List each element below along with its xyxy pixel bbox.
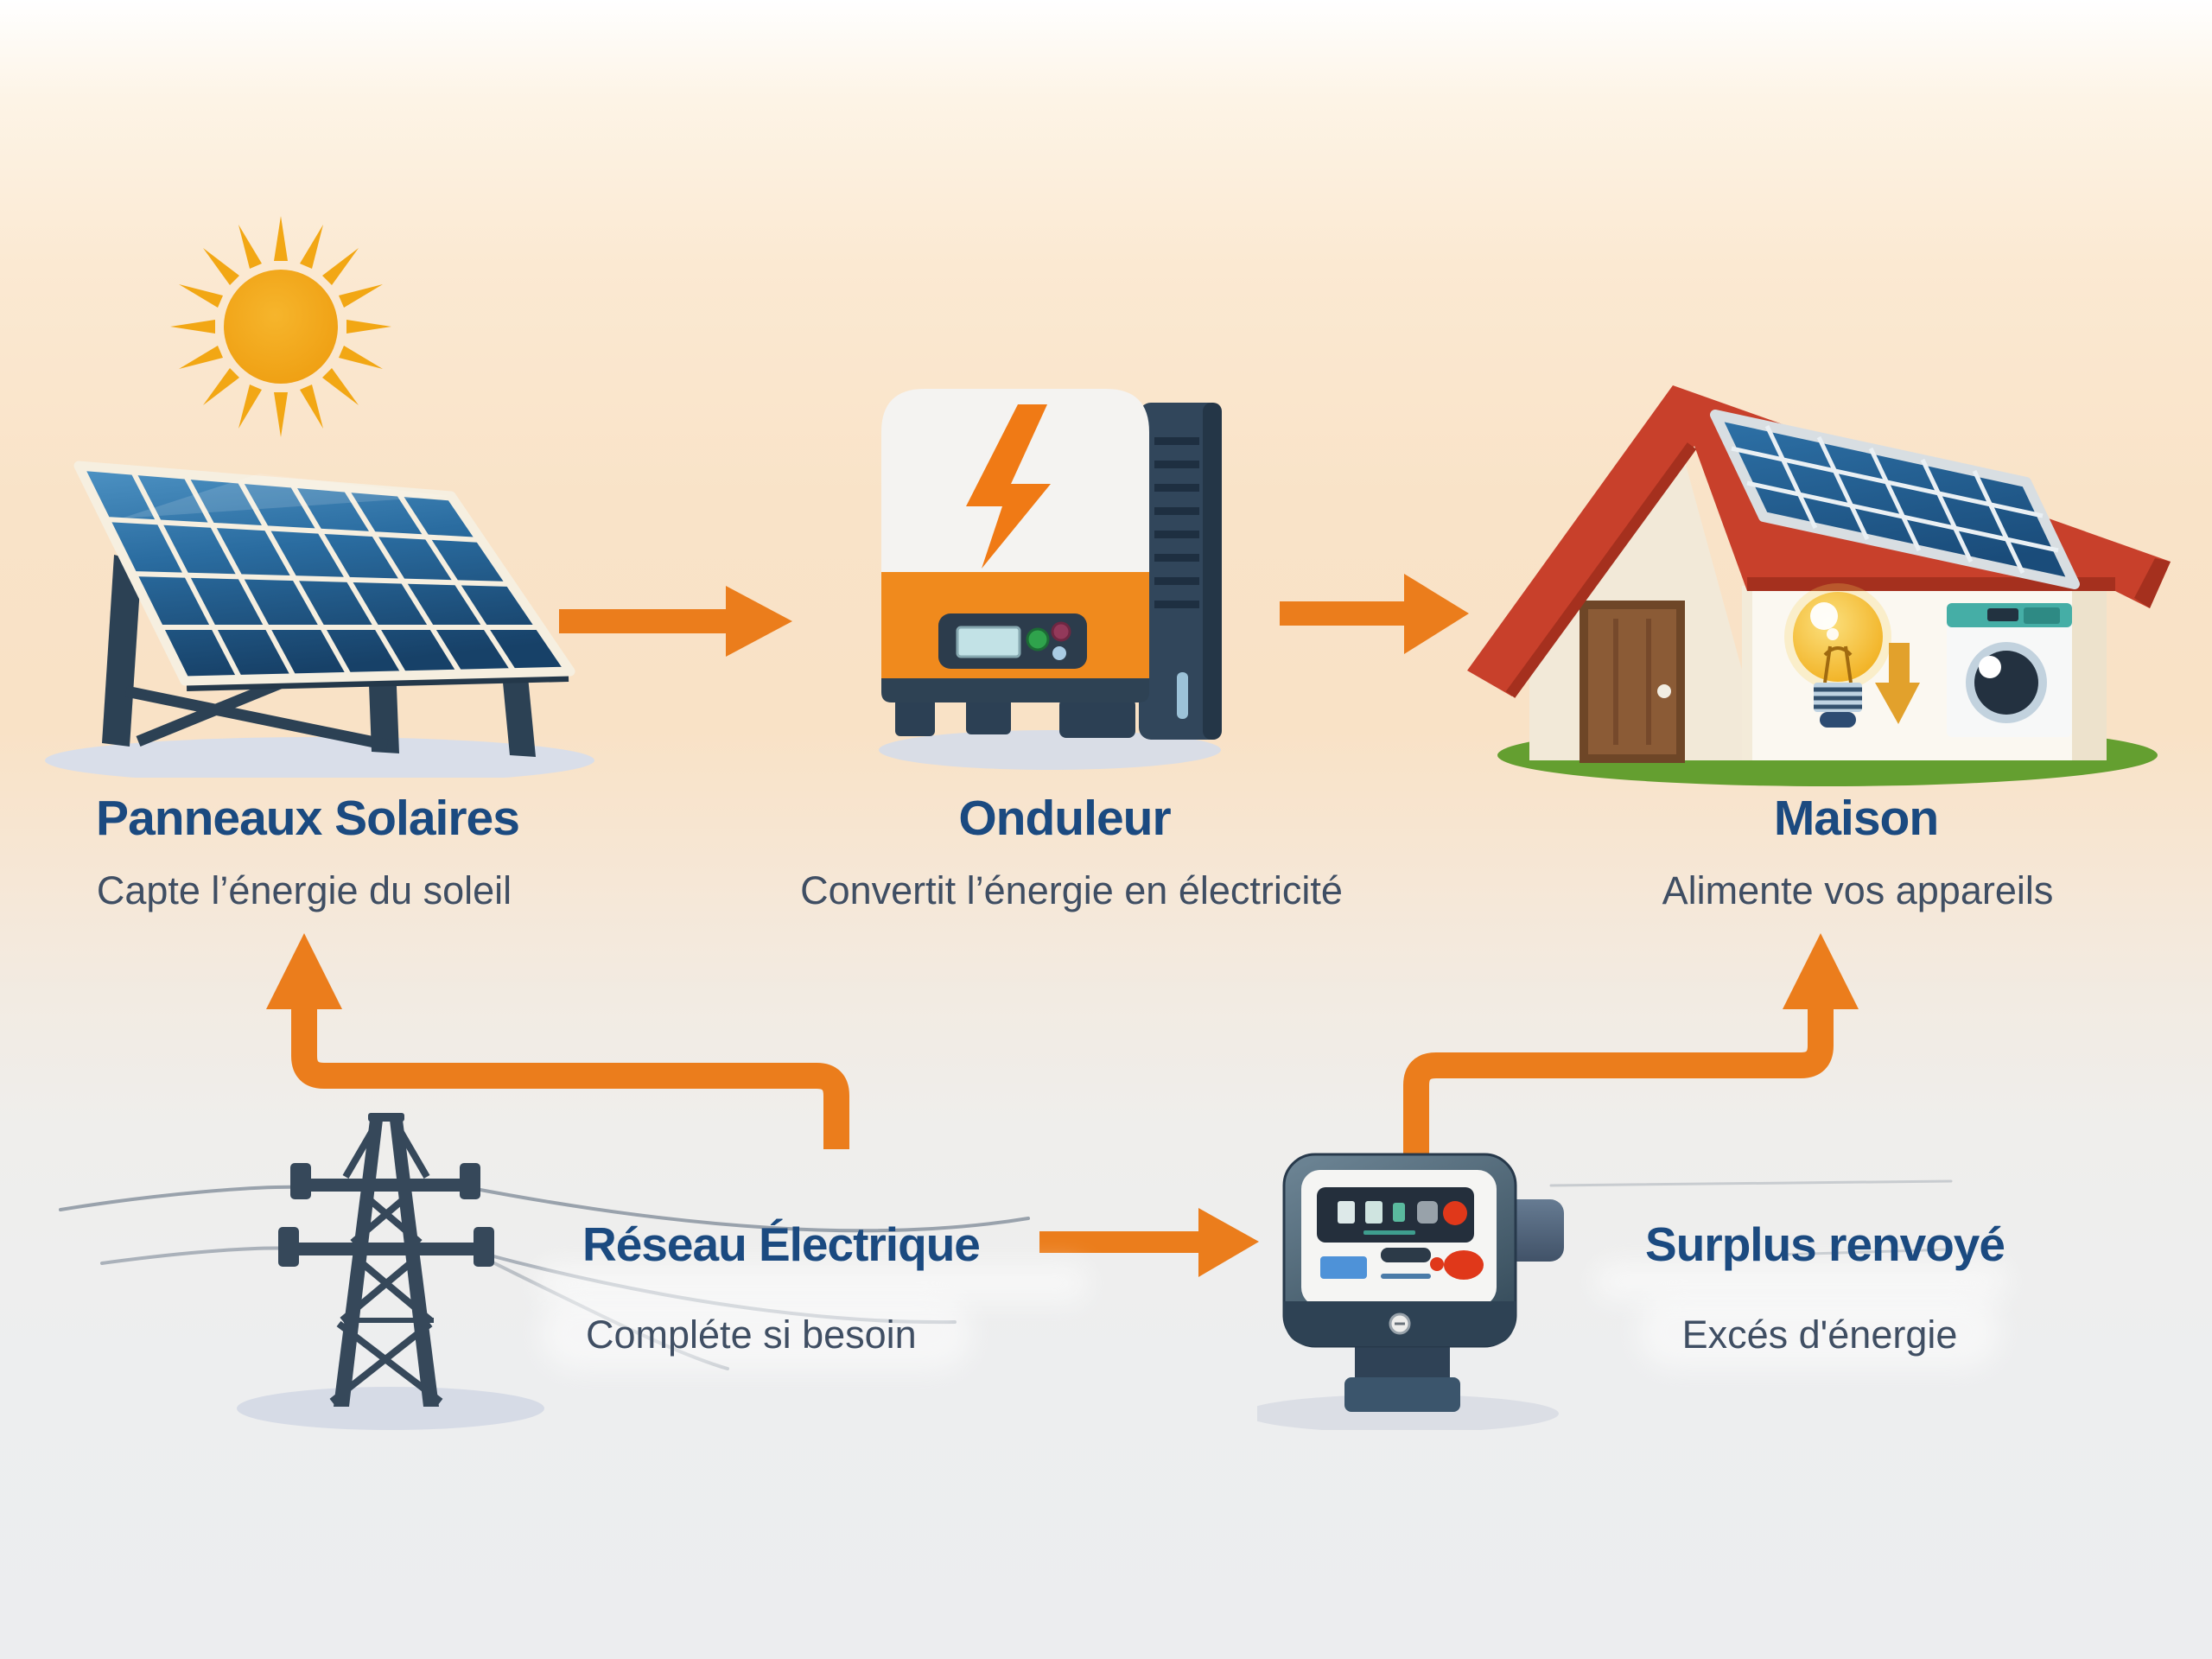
pylon-shadow <box>237 1387 544 1430</box>
surplus-subtitle: Excés d'énergie <box>1681 1313 1958 1357</box>
inverter-title: Onduleur <box>958 791 1171 846</box>
solar-panel-array <box>73 461 575 691</box>
inverter-icon <box>879 389 1222 770</box>
lightning-bolt-icon <box>966 404 1051 569</box>
house-title: Maison <box>1773 791 1939 846</box>
door-knob <box>1657 684 1671 698</box>
electricity-meter-icon <box>1257 1153 1564 1430</box>
maroon-led <box>1051 621 1071 642</box>
meter-side-knob <box>1503 1199 1564 1262</box>
inverter-subtitle: Convertit l’énergie en électricité <box>800 868 1343 912</box>
roof-solar-panel <box>1710 410 2080 589</box>
sun-and-solar-panel-icon <box>45 216 594 778</box>
meter-controls <box>1320 1248 1484 1280</box>
door <box>1580 601 1685 763</box>
inverter-control-panel <box>938 613 1087 669</box>
arrow-panels-to-inverter-icon <box>559 586 792 657</box>
grid-title: Réseau Électrique <box>582 1217 981 1271</box>
arrow-grid-to-meter-icon <box>1039 1208 1259 1277</box>
grid-subtitle: Compléte si besoin <box>586 1313 917 1357</box>
wall-left-trim <box>1742 586 1752 760</box>
panels-title: Panneaux Solaires <box>96 791 520 846</box>
meter-red-indicator <box>1443 1201 1467 1225</box>
sun-icon <box>170 216 391 437</box>
meter-display <box>1317 1187 1474 1243</box>
roof-inner-edge <box>1505 442 1697 698</box>
meter-pedestal <box>1344 1339 1460 1412</box>
surplus-sub-glow <box>1637 1294 2000 1369</box>
inverter-feet <box>895 698 1135 738</box>
house-solar-roof-icon <box>1467 385 2171 786</box>
pylon-bracing <box>329 1121 443 1405</box>
house-subtitle: Alimente vos appareils <box>1662 868 2054 912</box>
panel-shadow <box>45 737 594 778</box>
surplus-title: Surplus renvoyé <box>1645 1217 2005 1271</box>
inverter-screen <box>956 626 1021 658</box>
grid-sub-glow <box>540 1296 972 1370</box>
roof-eave-shade <box>1747 577 2115 591</box>
speed-lines <box>1549 1179 1953 1256</box>
inverter-shadow <box>879 730 1221 770</box>
blue-indicator <box>1052 646 1066 660</box>
inverter-base-strip <box>881 678 1149 702</box>
washing-machine-icon <box>1947 603 2072 737</box>
arrow-inverter-to-house-icon <box>1280 574 1469 654</box>
green-led <box>1026 627 1050 652</box>
down-arrow-icon <box>1875 643 1920 724</box>
roof <box>1467 385 2171 696</box>
roof-tip-shade <box>2134 558 2171 608</box>
meter-shadow <box>1257 1395 1559 1430</box>
inverter-heatsink <box>1139 403 1222 740</box>
panels-subtitle: Capte l’énergie du soleil <box>96 868 512 912</box>
arrow-grid-to-panels-icon <box>266 933 849 1149</box>
light-bulb-icon <box>1784 583 1891 728</box>
wall-corner-shade <box>2072 586 2107 760</box>
arrow-surplus-to-house-icon <box>1403 933 1859 1168</box>
